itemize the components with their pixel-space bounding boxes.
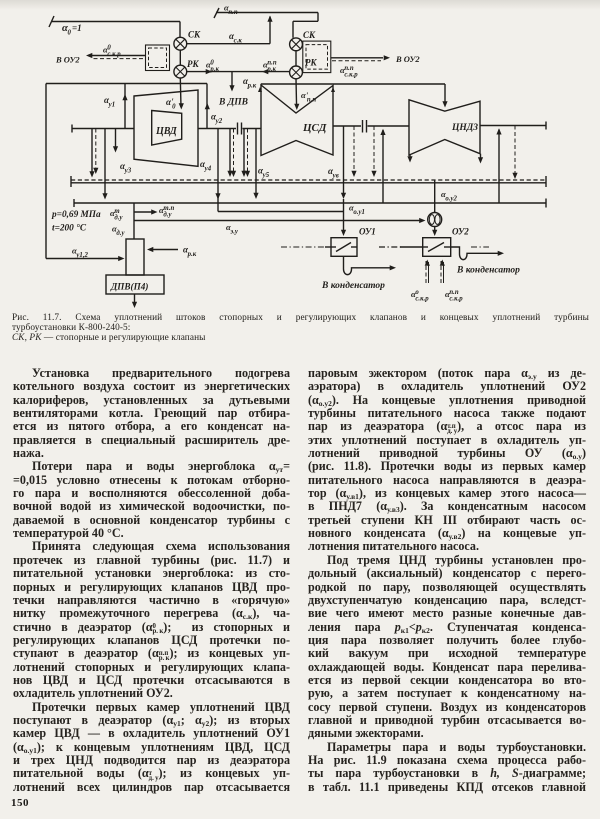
svg-text:В конденсатор: В конденсатор — [456, 265, 520, 276]
svg-text:α: α — [441, 189, 446, 199]
svg-text:α: α — [411, 289, 416, 299]
svg-text:п.п: п.п — [449, 289, 458, 296]
svg-text:α: α — [62, 23, 68, 34]
svg-text:В ОУ2: В ОУ2 — [55, 55, 80, 65]
svg-text:т: т — [114, 208, 119, 215]
svg-text:α: α — [258, 166, 264, 176]
svg-text:т.п: т.п — [163, 205, 174, 212]
svg-text:α: α — [211, 112, 217, 122]
svg-text:у2: у2 — [215, 118, 223, 125]
svg-text:α: α — [226, 222, 231, 232]
svg-text:РК: РК — [305, 58, 317, 68]
svg-text:t=200 °С: t=200 °С — [52, 223, 87, 234]
svg-text:д.у: д.у — [114, 215, 123, 222]
svg-text:α: α — [112, 224, 117, 234]
svg-text:о: о — [415, 289, 419, 296]
svg-text:0: 0 — [172, 104, 176, 111]
svg-text:с.к.р: с.к.р — [344, 72, 358, 79]
svg-text:д.у: д.у — [116, 230, 125, 237]
svg-text:р.к: р.к — [266, 66, 276, 73]
svg-text:α: α — [104, 95, 110, 105]
svg-text:с.к.р: с.к.р — [415, 296, 429, 303]
svg-text:у5: у5 — [262, 172, 270, 179]
svg-text:α: α — [243, 76, 249, 86]
svg-text:ув: ув — [332, 173, 339, 180]
svg-text:ДПВ(П4): ДПВ(П4) — [110, 282, 148, 292]
svg-text:у1,2: у1,2 — [75, 252, 88, 259]
svg-text:α: α — [72, 246, 77, 256]
svg-text:СК: СК — [303, 30, 316, 40]
svg-text:p=0,69 МПа: p=0,69 МПа — [51, 210, 101, 220]
svg-text:д.у: д.у — [163, 212, 172, 219]
svg-text:РК: РК — [187, 59, 199, 69]
svg-text:α: α — [200, 159, 206, 169]
svg-text:р.к: р.к — [187, 251, 197, 258]
svg-text:у4: у4 — [204, 166, 212, 173]
svg-text:α: α — [445, 289, 450, 299]
svg-text:ЦНД3: ЦНД3 — [451, 123, 478, 133]
svg-text:α: α — [103, 45, 108, 55]
svg-text:о.у2: о.у2 — [445, 196, 457, 203]
svg-text:α: α — [206, 60, 211, 70]
svg-text:п.п: п.п — [228, 9, 237, 16]
svg-text:В ДПВ: В ДПВ — [218, 98, 248, 108]
svg-text:0: 0 — [107, 44, 111, 51]
svg-text:α': α' — [166, 97, 174, 107]
svg-text:п.п: п.п — [307, 97, 316, 104]
svg-text:ЦВД: ЦВД — [155, 126, 178, 137]
svg-text:с.к.р: с.к.р — [449, 296, 463, 303]
svg-text:α: α — [159, 205, 164, 215]
svg-text:α': α' — [301, 90, 309, 100]
svg-text:у3: у3 — [124, 168, 132, 175]
svg-text:ЦСД: ЦСД — [302, 122, 327, 134]
svg-text:о.у1: о.у1 — [353, 209, 365, 216]
svg-text:у1: у1 — [108, 102, 115, 109]
svg-text:α: α — [349, 203, 354, 213]
svg-text:В конденсатор: В конденсатор — [321, 280, 385, 291]
svg-text:р.к: р.к — [209, 66, 219, 73]
svg-text:α: α — [183, 245, 189, 255]
svg-text:0: 0 — [210, 59, 214, 66]
svg-text:с.к.р: с.к.р — [107, 51, 121, 58]
svg-text:α: α — [224, 3, 229, 13]
svg-text:α: α — [328, 166, 334, 176]
svg-text:ОУ1: ОУ1 — [359, 227, 376, 237]
svg-text:СК: СК — [188, 30, 201, 40]
svg-text:α: α — [340, 65, 345, 75]
svg-text:α: α — [110, 208, 115, 218]
svg-text:α: α — [229, 31, 235, 41]
svg-text:ОУ2: ОУ2 — [452, 227, 469, 237]
svg-text:п.п: п.п — [344, 65, 353, 72]
svg-text:α: α — [263, 60, 268, 70]
svg-text:р.к: р.к — [247, 83, 257, 90]
svg-text:=1: =1 — [72, 23, 82, 33]
svg-text:э.у: э.у — [229, 229, 239, 236]
svg-text:α: α — [120, 161, 126, 171]
svg-text:с.к: с.к — [234, 38, 243, 45]
svg-text:В ОУ2: В ОУ2 — [395, 54, 420, 64]
svg-text:0: 0 — [67, 30, 71, 37]
svg-text:п.п: п.п — [267, 59, 276, 66]
